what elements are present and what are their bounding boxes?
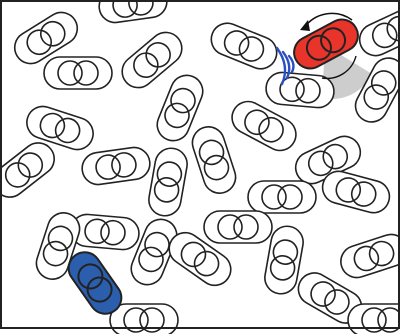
capsule-19	[204, 211, 272, 243]
capsule-20	[70, 213, 141, 251]
capsule-28	[348, 304, 400, 334]
capsule-19-body	[204, 211, 272, 243]
capsule-27	[110, 304, 178, 334]
capsule-20-body	[70, 213, 141, 251]
capsule-18	[248, 181, 316, 213]
capsule-3	[44, 57, 112, 89]
capsule-10-body	[265, 71, 336, 109]
capsule-18-body	[248, 181, 316, 213]
capsule-10	[265, 71, 336, 109]
capsule-3-body	[44, 57, 112, 89]
